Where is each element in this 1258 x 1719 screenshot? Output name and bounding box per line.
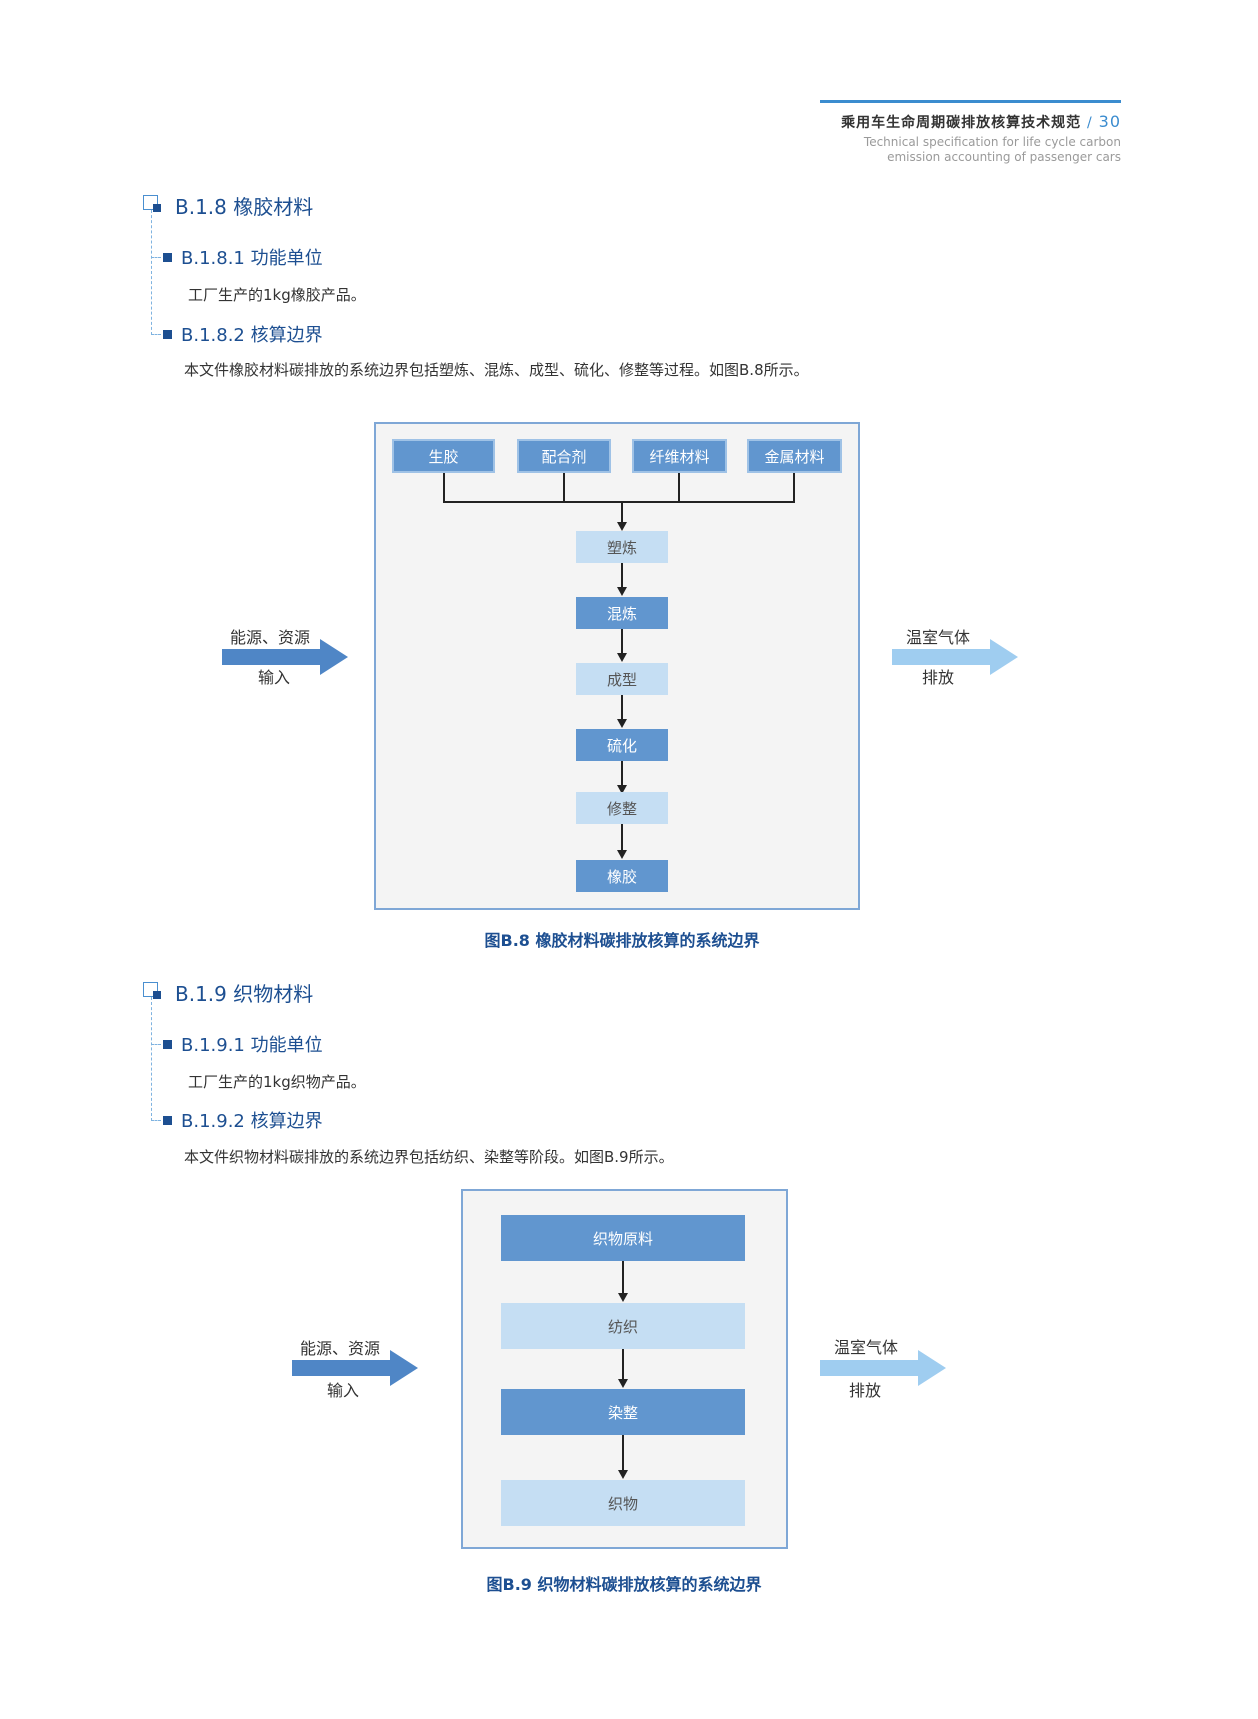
b8-merge-line xyxy=(443,501,795,503)
subsection-text-b181: 工厂生产的1kg橡胶产品。 xyxy=(188,286,366,304)
b8-output-label-top: 温室气体 xyxy=(905,628,970,647)
b8-connector-line xyxy=(621,501,623,523)
b8-connector-line xyxy=(621,629,623,653)
outline-connector xyxy=(151,997,152,1121)
outline-branch xyxy=(151,334,161,335)
b9-step-node: 染整 xyxy=(501,1389,745,1435)
header-rule xyxy=(820,100,1121,103)
outline-branch xyxy=(151,257,161,258)
b8-step-node: 塑炼 xyxy=(576,531,668,563)
subsection-title-b191: B.1.9.1 功能单位 xyxy=(181,1035,323,1056)
outline-branch xyxy=(151,1044,161,1045)
b9-output-label-top: 温室气体 xyxy=(833,1338,898,1357)
b8-step-node: 混炼 xyxy=(576,597,668,629)
subsection-bullet-icon xyxy=(163,1116,172,1125)
b9-step-node: 织物原料 xyxy=(501,1215,745,1261)
section-title-b18: B.1.8 橡胶材料 xyxy=(175,195,314,219)
b8-arrowhead xyxy=(617,719,627,728)
b9-arrowhead xyxy=(618,1293,628,1302)
b8-step-node: 硫化 xyxy=(576,729,668,761)
figure-b8-caption: 图B.8 橡胶材料碳排放核算的系统边界 xyxy=(484,931,760,950)
section-title-b19: B.1.9 织物材料 xyxy=(175,982,314,1006)
subsection-title-b182: B.1.8.2 核算边界 xyxy=(181,325,323,346)
subsection-bullet-icon xyxy=(163,253,172,262)
subsection-title-b181: B.1.8.1 功能单位 xyxy=(181,248,323,269)
section-bullet-icon xyxy=(153,991,161,999)
b9-input-label-bottom: 输入 xyxy=(326,1381,359,1400)
header-title-en-line2: emission accounting of passenger cars xyxy=(887,150,1121,164)
b9-input-label-top: 能源、资源 xyxy=(299,1339,380,1358)
b9-step-node: 织物 xyxy=(501,1480,745,1526)
b8-input-node: 纤维材料 xyxy=(632,439,727,473)
b8-connector-line xyxy=(793,473,795,502)
b8-arrowhead xyxy=(617,522,627,531)
b8-output-label-bottom: 排放 xyxy=(921,668,954,687)
subsection-text-b191: 工厂生产的1kg织物产品。 xyxy=(188,1073,366,1091)
subsection-title-b192: B.1.9.2 核算边界 xyxy=(181,1111,323,1132)
b8-input-node: 配合剂 xyxy=(517,439,611,473)
figure-b9-caption: 图B.9 织物材料碳排放核算的系统边界 xyxy=(486,1575,762,1594)
b9-arrowhead xyxy=(618,1379,628,1388)
b8-input-arrow-icon xyxy=(222,639,348,675)
b8-connector-line xyxy=(621,761,623,785)
b8-connector-line xyxy=(621,563,623,587)
header-title: 乘用车生命周期碳排放核算技术规范 / 30 xyxy=(841,112,1121,132)
section-bullet-icon xyxy=(153,204,161,212)
outline-connector xyxy=(151,210,152,335)
b9-arrowhead xyxy=(618,1470,628,1479)
b9-connector-line xyxy=(622,1349,624,1379)
b8-step-node: 修整 xyxy=(576,792,668,824)
b8-input-label-top: 能源、资源 xyxy=(229,628,310,647)
b8-input-label-bottom: 输入 xyxy=(257,668,290,687)
b8-input-node: 金属材料 xyxy=(747,439,842,473)
subsection-bullet-icon xyxy=(163,330,172,339)
b8-connector-line xyxy=(678,473,680,502)
b9-input-arrow-icon xyxy=(292,1350,418,1386)
subsection-bullet-icon xyxy=(163,1040,172,1049)
b9-step-node: 纺织 xyxy=(501,1303,745,1349)
b8-connector-line xyxy=(621,824,623,850)
b8-connector-line xyxy=(443,473,445,502)
outline-branch xyxy=(151,1120,161,1121)
b9-connector-line xyxy=(622,1435,624,1470)
b8-arrowhead xyxy=(617,653,627,662)
page-number: 30 xyxy=(1098,112,1121,131)
b8-arrowhead xyxy=(617,587,627,596)
b8-arrowhead xyxy=(617,785,627,794)
b8-connector-line xyxy=(563,473,565,502)
subsection-text-b192: 本文件织物材料碳排放的系统边界包括纺织、染整等阶段。如图B.9所示。 xyxy=(184,1148,674,1166)
header-separator: / xyxy=(1087,115,1093,131)
b8-connector-line xyxy=(621,695,623,719)
b8-output-arrow-icon xyxy=(892,639,1018,675)
b8-step-node: 成型 xyxy=(576,663,668,695)
header-title-cn: 乘用车生命周期碳排放核算技术规范 xyxy=(841,115,1082,131)
b8-step-node: 橡胶 xyxy=(576,860,668,892)
b9-connector-line xyxy=(622,1261,624,1293)
b9-output-label-bottom: 排放 xyxy=(848,1381,881,1400)
b9-output-arrow-icon xyxy=(820,1350,946,1386)
subsection-text-b182: 本文件橡胶材料碳排放的系统边界包括塑炼、混炼、成型、硫化、修整等过程。如图B.8… xyxy=(184,361,809,379)
b8-input-node: 生胶 xyxy=(392,439,495,473)
header-title-en-line1: Technical specification for life cycle c… xyxy=(863,135,1121,149)
b8-arrowhead xyxy=(617,850,627,859)
